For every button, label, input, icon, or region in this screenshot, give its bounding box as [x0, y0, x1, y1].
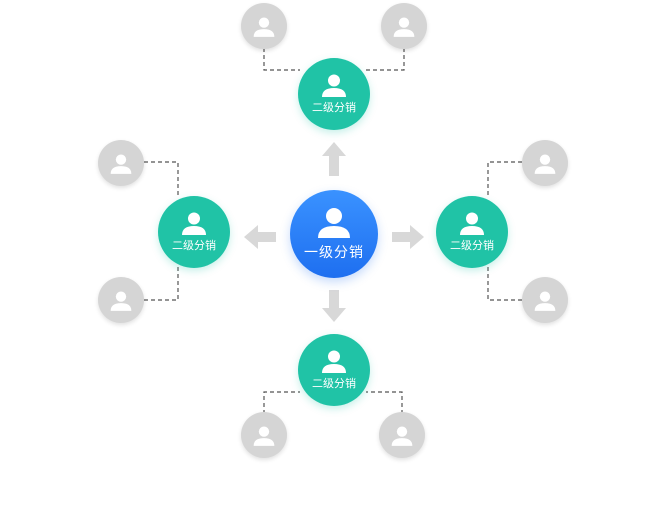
primary-node: 一级分销 — [290, 190, 378, 278]
person-icon — [460, 212, 484, 235]
secondary-label: 二级分销 — [450, 240, 494, 252]
primary-label: 一级分销 — [304, 244, 364, 260]
secondary-node-right: 二级分销 — [436, 196, 508, 268]
arrow-up — [322, 142, 346, 176]
connector-right-bottom — [487, 266, 522, 301]
person-icon — [318, 208, 350, 238]
secondary-label: 二级分销 — [172, 240, 216, 252]
person-icon — [110, 153, 132, 174]
person-icon — [534, 153, 556, 174]
arrow-down — [322, 290, 346, 322]
leaf-node-right-bottom — [522, 277, 568, 323]
connector-bottom-right — [366, 391, 403, 414]
person-icon — [322, 74, 346, 97]
leaf-node-left-bottom — [98, 277, 144, 323]
secondary-node-left: 二级分销 — [158, 196, 230, 268]
connector-right-top — [487, 161, 522, 196]
person-icon — [534, 290, 556, 311]
leaf-node-left-top — [98, 140, 144, 186]
secondary-label: 二级分销 — [312, 378, 356, 390]
connector-left-bottom — [144, 266, 179, 301]
person-icon — [253, 16, 275, 37]
secondary-node-bottom: 二级分销 — [298, 334, 370, 406]
leaf-node-bottom-right — [379, 412, 425, 458]
person-icon — [110, 290, 132, 311]
leaf-node-right-top — [522, 140, 568, 186]
person-icon — [393, 16, 415, 37]
leaf-node-top-right — [381, 3, 427, 49]
secondary-node-top: 二级分销 — [298, 58, 370, 130]
connector-top-right — [366, 48, 405, 71]
leaf-node-bottom-left — [241, 412, 287, 458]
person-icon — [391, 425, 413, 446]
leaf-node-top-left — [241, 3, 287, 49]
arrow-right — [392, 225, 424, 249]
person-icon — [322, 350, 346, 373]
connector-bottom-left — [263, 391, 300, 414]
person-icon — [182, 212, 206, 235]
connector-left-top — [144, 161, 179, 196]
person-icon — [253, 425, 275, 446]
secondary-label: 二级分销 — [312, 102, 356, 114]
connector-top-left — [263, 48, 300, 71]
arrow-left — [244, 225, 276, 249]
